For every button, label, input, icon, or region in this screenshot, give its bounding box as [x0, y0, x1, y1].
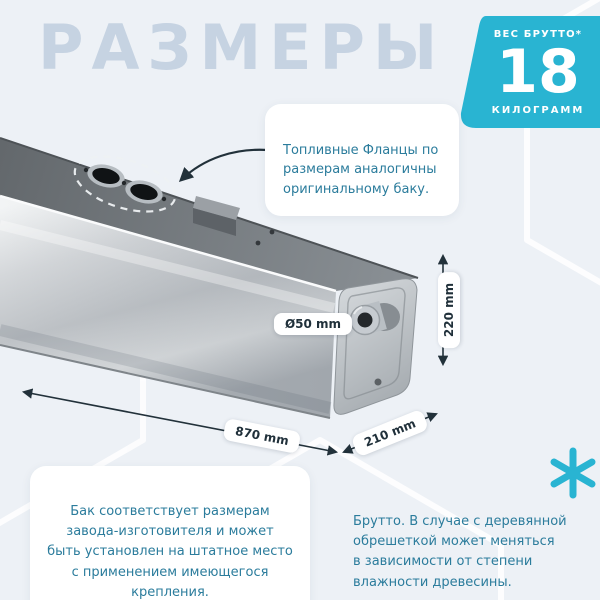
weight-badge-label: ВЕС БРУТТО* [493, 28, 583, 40]
tank-top-ridge [0, 194, 337, 293]
flange-highlight-ellipse [73, 155, 177, 213]
weight-badge-unit: КИЛОГРАММ [491, 104, 585, 116]
weight-badge-value: 18 [496, 36, 580, 107]
flange-callout-box: Топливные Фланцы по размерам аналогичны … [265, 104, 459, 216]
top-screw [269, 229, 275, 235]
dim-label-height: 220 mm [438, 271, 460, 349]
tank-illustration [0, 137, 419, 419]
fitment-note-box: Бак соответствует размерам завода-изгото… [30, 466, 310, 600]
dim-label-flange-diameter: Ø50 mm [273, 313, 353, 335]
fuel-flanges [83, 164, 167, 204]
flange-callout-text: Топливные Фланцы по размерам аналогичны … [283, 142, 439, 197]
top-screw [255, 240, 261, 246]
weight-badge-content: ВЕС БРУТТО* 18 КИЛОГРАММ [476, 16, 600, 128]
weight-badge: ВЕС БРУТТО* 18 КИЛОГРАММ [450, 16, 600, 128]
page-title: РАЗМЕРЫ [38, 11, 446, 84]
gross-weight-footnote: Брутто. В случае с деревянной обрешеткой… [353, 492, 599, 593]
end-cap-seam [343, 287, 406, 400]
weight-badge-shape [460, 16, 600, 128]
asterisk-icon [550, 447, 596, 499]
callout-arrow [178, 148, 269, 182]
fitment-note-text: Бак соответствует размерам завода-изгото… [47, 504, 293, 600]
tank-mounting-bracket [193, 196, 240, 236]
gross-weight-footnote-text: Брутто. В случае с деревянной обрешеткой… [353, 514, 567, 590]
